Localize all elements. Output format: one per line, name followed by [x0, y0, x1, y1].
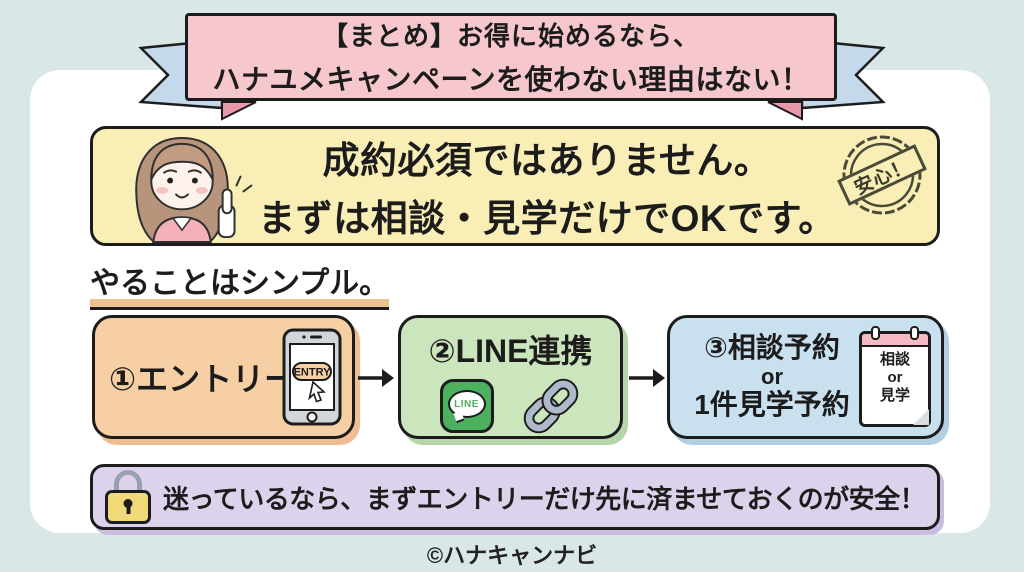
hero-line2: まずは相談・見学だけでOKです。	[258, 198, 836, 239]
line-app-icon: LINE	[439, 379, 494, 433]
step2-label: ②LINE連携	[428, 333, 593, 369]
copyright-text: ©ハナキャンナビ	[426, 543, 598, 568]
step3-label-line1: ③相談予約	[704, 332, 840, 364]
note-text: 迷っているなら、まずエントリーだけ先に済ませておくのが安全！	[163, 483, 926, 514]
calendar-text: 相談 or 見学	[862, 351, 928, 405]
lock-shackle	[114, 470, 142, 496]
step2-icons: LINE	[401, 378, 620, 434]
calendar-folded-corner	[913, 409, 929, 425]
cursor-icon	[308, 380, 326, 403]
steps-heading-text: やることはシンプル。	[90, 258, 390, 310]
safety-stamp: 安心！	[827, 126, 936, 225]
ribbon-fold-right	[767, 101, 803, 121]
phone-entry-button-label: ENTRY	[294, 367, 332, 379]
calendar-line2: or	[887, 369, 903, 386]
calendar-ring	[910, 326, 919, 340]
safety-note-box: 迷っているなら、まずエントリーだけ先に済ませておくのが安全！	[90, 464, 940, 530]
title-banner: 【まとめ】お得に始めるなら、 ハナユメキャンペーンを使わない理由はない！	[185, 13, 837, 101]
ribbon-fold-left	[221, 101, 257, 121]
step3-label: ③相談予約 or 1件見学予約	[682, 332, 862, 422]
calendar-memo-icon: 相談 or 見学	[859, 326, 931, 427]
line-speech-bubble: LINE	[447, 390, 486, 418]
calendar-ring	[871, 326, 880, 340]
lock-icon	[105, 470, 151, 524]
step2-line-box: ②LINE連携 LINE	[398, 315, 623, 439]
step3-reservation-box: ③相談予約 or 1件見学予約 相談 or 見学	[667, 315, 944, 439]
banner-title-line1: 【まとめ】お得に始めるなら、	[321, 21, 700, 51]
banner-title-line2: ハナユメキャンペーンを使わない理由はない！	[212, 64, 810, 95]
step1-label: ①エントリー	[109, 361, 297, 397]
lock-body	[105, 490, 151, 524]
calendar-line3: 見学	[879, 387, 910, 404]
hero-text: 成約必須ではありません。 まずは相談・見学だけでOKです。	[258, 129, 835, 243]
calendar-line1: 相談	[879, 351, 910, 368]
arrow-right-icon	[358, 369, 394, 387]
steps-heading: やることはシンプル。	[90, 258, 390, 310]
chain-link-icon	[523, 378, 578, 434]
arrow-right-icon	[629, 369, 665, 387]
line-icon-label: LINE	[454, 398, 479, 410]
step3-label-line3: 1件見学予約	[694, 389, 850, 421]
hero-message-box: 成約必須ではありません。 まずは相談・見学だけでOKです。 安心！	[90, 126, 940, 246]
woman-thumbs-up-illustration	[135, 136, 253, 243]
step1-entry-box: ①エントリー ENTRY	[92, 315, 355, 439]
title-ribbon: 【まとめ】お得に始めるなら、 ハナユメキャンペーンを使わない理由はない！	[138, 10, 886, 122]
step3-label-line2: or	[761, 364, 783, 390]
lock-keyhole	[123, 499, 133, 514]
smartphone-entry-icon: ENTRY	[282, 328, 342, 426]
hero-line1: 成約必須ではありません。	[322, 140, 772, 181]
